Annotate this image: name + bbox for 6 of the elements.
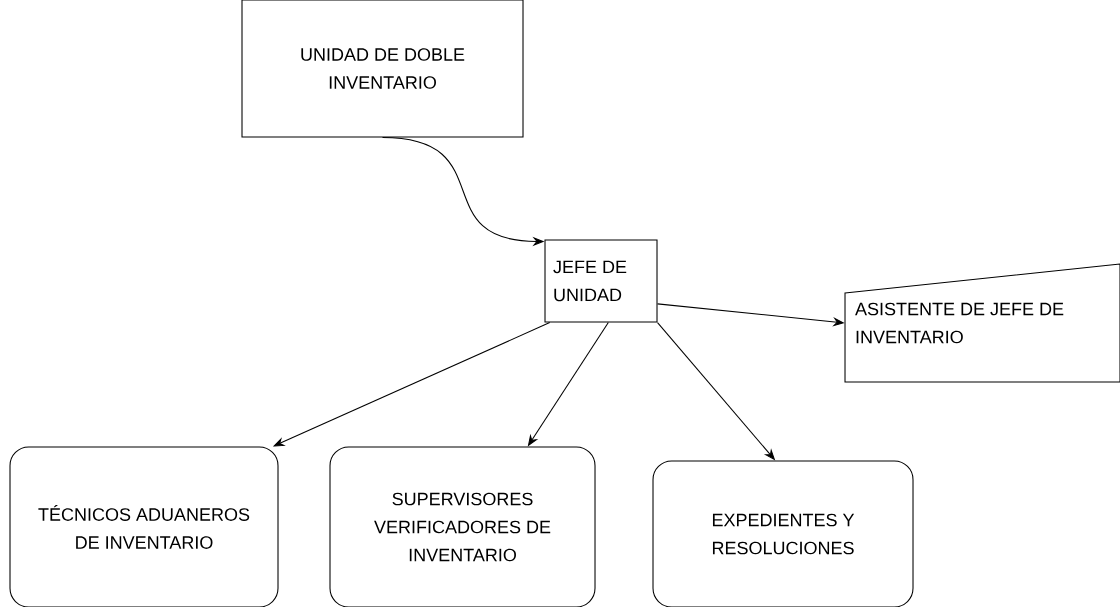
box: JEFE DE UNIDAD — [544, 239, 658, 323]
rounded-box: SUPERVISORES VERIFICADORES DE INVENTARIO — [329, 446, 596, 607]
rounded-box: EXPEDIENTES Y RESOLUCIONES — [652, 460, 914, 607]
rounded-box: TÉCNICOS ADUANEROS DE INVENTARIO — [9, 446, 279, 607]
box: ASISTENTE DE JEFE DE INVENTARIO — [844, 263, 1120, 383]
box: UNIDAD DE DOBLE INVENTARIO — [241, 0, 524, 138]
